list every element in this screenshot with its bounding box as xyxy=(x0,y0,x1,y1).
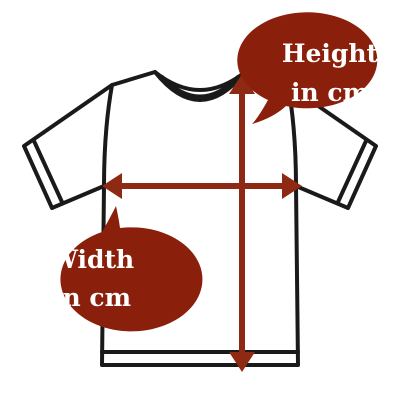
collar-inner xyxy=(160,75,240,99)
measurement-arrows xyxy=(102,74,302,372)
collar xyxy=(153,70,247,102)
height-label-bubble: Height in cm xyxy=(237,12,379,125)
tshirt-illustration xyxy=(22,70,378,367)
right-sleeve-cuff xyxy=(336,139,368,204)
width-arrow xyxy=(102,173,302,199)
width-label-bubble: Width in cm xyxy=(49,206,203,332)
height-label-line1: Height xyxy=(282,39,379,68)
height-arrow xyxy=(229,74,255,372)
width-label-line2: in cm xyxy=(53,283,131,312)
width-label-line1: Width xyxy=(49,245,134,274)
left-sleeve-cuff xyxy=(32,139,64,204)
width-bubble-shape xyxy=(60,206,203,332)
height-label-line2: in cm xyxy=(291,78,369,107)
height-bubble-shape xyxy=(237,12,378,125)
